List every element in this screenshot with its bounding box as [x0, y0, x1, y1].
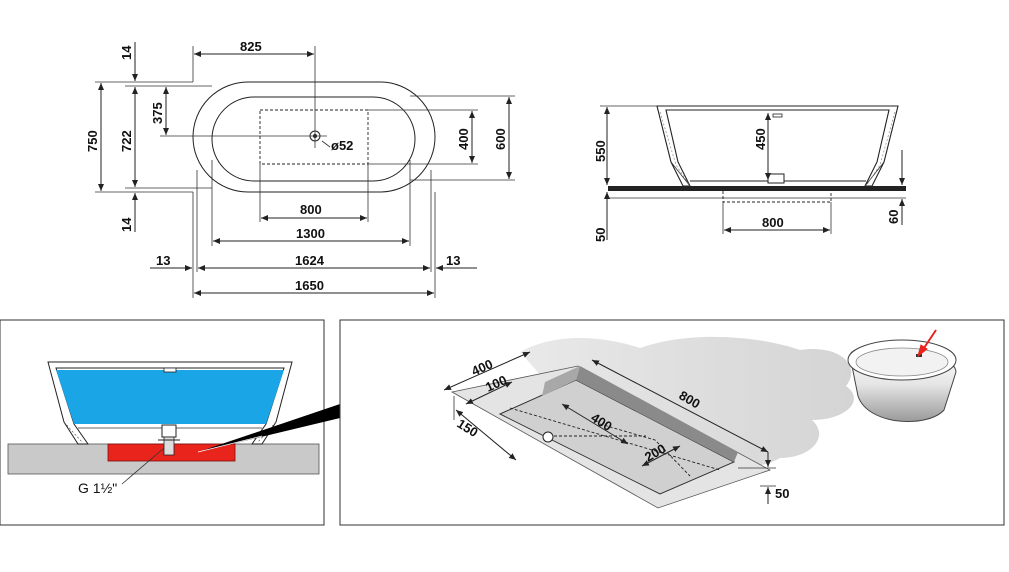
dim-1300-label: 1300: [296, 226, 325, 241]
dim-14-bottom-label: 14: [119, 217, 134, 232]
side-dim-800-label: 800: [762, 215, 784, 230]
dim-1650-label: 1650: [295, 278, 324, 293]
side-dim-60-label: 60: [886, 210, 901, 224]
side-dim-550-label: 550: [593, 140, 608, 162]
dim-14-top-label: 14: [119, 45, 134, 60]
detail-panel: G 1½": [0, 319, 340, 526]
dim-825-label: 825: [240, 39, 262, 54]
dim-800-label: 800: [300, 202, 322, 217]
side-view: 550 450 50 800 60: [593, 105, 906, 242]
dim-52-label: ø52: [331, 138, 353, 153]
dim-750-label: 750: [85, 130, 100, 152]
top-view: ø52 825 14 750 722 375 14 400: [85, 39, 515, 298]
detail-fitting-label: G 1½": [78, 480, 117, 496]
tub-outer-outline: [192, 81, 436, 193]
dim-1624-label: 1624: [295, 253, 325, 268]
drain-zone-dashed: [259, 109, 369, 165]
side-dim-450-label: 450: [753, 128, 768, 150]
side-dim-50-label: 50: [593, 228, 608, 242]
detail-water: [56, 370, 284, 424]
detail-callout-beam: [198, 404, 340, 452]
dim-400-label: 400: [456, 128, 471, 150]
dim-375-label: 375: [150, 102, 165, 124]
dim-13-right-label: 13: [446, 253, 460, 268]
dim-600-label: 600: [493, 128, 508, 150]
tub-inner-outline: [211, 96, 416, 182]
dim-13-left-label: 13: [156, 253, 170, 268]
detail-drain-fitting: [161, 424, 177, 438]
recess-dim-50-label: 50: [775, 486, 789, 501]
recess-panel: 400 100 150 400 200 800 50: [339, 319, 1005, 526]
side-floor-slab: [608, 186, 906, 191]
dim-722-label: 722: [119, 130, 134, 152]
tub-perspective: [847, 339, 957, 422]
